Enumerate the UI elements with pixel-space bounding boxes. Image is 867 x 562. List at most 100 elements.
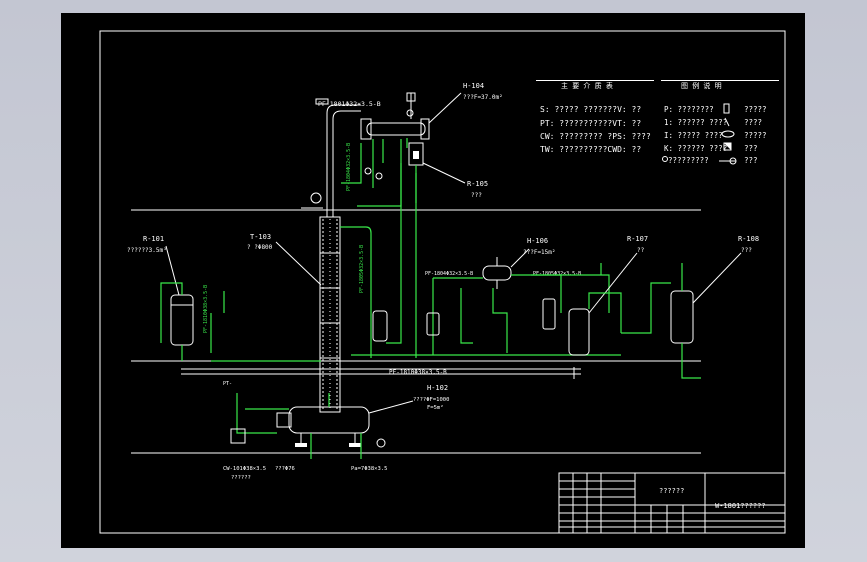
symbol-valve-icon — [723, 103, 730, 114]
symbol-point-icon — [662, 156, 668, 162]
legend-right-underline — [661, 80, 779, 81]
r108-spec: ??? — [741, 247, 752, 254]
symbol-pump-icon — [729, 157, 737, 165]
h104-vent-icon — [406, 92, 416, 102]
cw-strainer-icon — [230, 428, 246, 444]
vertical-line-label: PF-1810Φ38×3.5-B — [203, 285, 209, 333]
exchanger-h106: H-106 ???F=15m² PF-1804Φ32×3.5-B PF-1805… — [425, 237, 581, 289]
gauge-icon — [375, 172, 383, 180]
r108-tag: R-108 — [738, 235, 759, 243]
legend-left-row: CW: ????????? ?PS: ???? — [540, 132, 651, 141]
t103-leader — [275, 241, 322, 286]
reflux-streams — [341, 138, 417, 358]
r108-drain — [681, 343, 701, 379]
legend-right-row: P: ???????? — [664, 105, 714, 114]
r107-spec: ?? — [637, 247, 645, 254]
legend-right-row: K: ?????? ???? — [664, 144, 727, 153]
steam-in-label: ???Φ76 — [275, 466, 295, 472]
tower-overhead-pipes — [301, 104, 361, 217]
legend-right-row: ????????? — [668, 156, 709, 165]
h102-shell — [288, 406, 370, 434]
flow-diagram: 主 要 介 质 表 S: ????? ???????V: ?? PT: ????… — [99, 30, 786, 534]
gauge-icon — [364, 167, 372, 175]
r107-streams — [588, 282, 671, 334]
h102-head — [276, 412, 292, 428]
h102-saddle — [295, 443, 307, 447]
h102-spec: ????ΦF=1000 — [413, 397, 449, 403]
reboiler-h102: H-102 ????ΦF=1000 F=5m² — [276, 384, 449, 447]
h102-saddle — [349, 443, 361, 447]
cw-line-sub: ?????? — [231, 475, 251, 481]
legend-left-row: TW: ??????????CWD: ?? — [540, 145, 641, 154]
cw-line-label: CW-101Φ38×3.5 — [223, 466, 266, 472]
tower-t103: T-103 ? ?Φ800 — [247, 216, 341, 413]
title-block-drawing-name: W-1801?????? — [715, 502, 766, 510]
h106-to-r107-streams — [511, 263, 610, 313]
tower-top-gauge-icon — [310, 192, 322, 204]
cw-inlet — [236, 393, 277, 434]
h104-tag: H-104 — [463, 82, 484, 90]
h106-leader — [510, 248, 530, 268]
drawing-border — [99, 30, 786, 534]
r105-tag: R-105 — [467, 180, 488, 188]
drawing-sheet[interactable]: 主 要 介 质 表 S: ????? ???????V: ?? PT: ????… — [61, 13, 805, 548]
h106-to-r107 — [511, 274, 610, 313]
r108-leader — [692, 252, 742, 304]
h106-left-label: PF-1804Φ32×3.5-B — [425, 271, 473, 277]
r101-tag: R-101 — [143, 235, 164, 243]
r107-transfer — [621, 282, 671, 334]
side-draw-line — [340, 226, 372, 343]
legend-left-row: PT: ???????????VT: ?? — [540, 119, 641, 128]
vertical-line-label: PF-1804Φ32×3.5-B — [346, 143, 352, 191]
tower-body — [319, 216, 341, 413]
r107-outlet — [588, 292, 622, 333]
symbol-instrument-fill-icon — [724, 143, 731, 150]
h104-head-right — [420, 118, 430, 140]
tank-r101: R-101 ??????3.5m³ — [127, 235, 194, 346]
legend-right-title: 图 例 说 明 — [681, 81, 722, 90]
h106-outlet — [492, 288, 508, 353]
tank-r107: R-107 ?? — [568, 235, 648, 356]
h106-spec: ???F=15m² — [523, 249, 556, 256]
r107-leader — [588, 252, 638, 314]
legend-left-underline — [536, 80, 654, 81]
reboiler-streams — [236, 393, 362, 459]
h104-shell — [366, 122, 426, 136]
t103-spec: ? ?Φ800 — [247, 244, 273, 251]
small-receiver — [426, 312, 440, 336]
receiver-vessel — [372, 310, 388, 342]
legend-right-row: ???? — [744, 118, 762, 127]
r105-leader — [422, 162, 466, 184]
title-block-frame — [558, 472, 786, 534]
reflux-to-receiver — [386, 163, 402, 344]
drum-r105: R-105 ??? — [408, 142, 488, 199]
pt-label: PT- — [223, 381, 232, 387]
gauge-icon — [406, 109, 414, 117]
symbol-flange-icon — [721, 130, 735, 138]
h106-shell — [482, 265, 512, 281]
h104-leader — [428, 92, 462, 124]
pump-icon — [376, 438, 386, 448]
overhead-pipe — [326, 104, 361, 217]
legend-right-row: ??? — [744, 156, 758, 165]
header-label: PF-1810Φ38×3.5-B — [389, 369, 447, 376]
h102-tag: H-102 — [427, 384, 448, 392]
r107-body — [568, 308, 590, 356]
h106-tag: H-106 — [527, 237, 548, 245]
h102-leader — [368, 400, 414, 414]
pa-in-label: Pa=7Φ38×3.5 — [351, 466, 387, 472]
legend-left-row: S: ????? ???????V: ?? — [540, 105, 641, 114]
legend-left: 主 要 介 质 表 S: ????? ???????V: ?? PT: ????… — [536, 80, 654, 154]
vertical-line-label: PF-1805Φ32×3.5-B — [359, 245, 365, 293]
legend-right-row: 1: ?????? ???? — [664, 118, 727, 127]
top-line-flag-icon — [315, 98, 329, 105]
legend-right-row: ????? — [744, 131, 767, 140]
tank-r108: R-108 ??? — [670, 235, 759, 344]
h102-spec2: F=5m² — [427, 404, 444, 411]
bottom-header — [181, 367, 581, 379]
tower-feed-streams — [340, 163, 402, 358]
r105-spec: ??? — [471, 192, 482, 199]
h106-bypass — [460, 288, 473, 344]
r101-streams — [160, 282, 225, 361]
